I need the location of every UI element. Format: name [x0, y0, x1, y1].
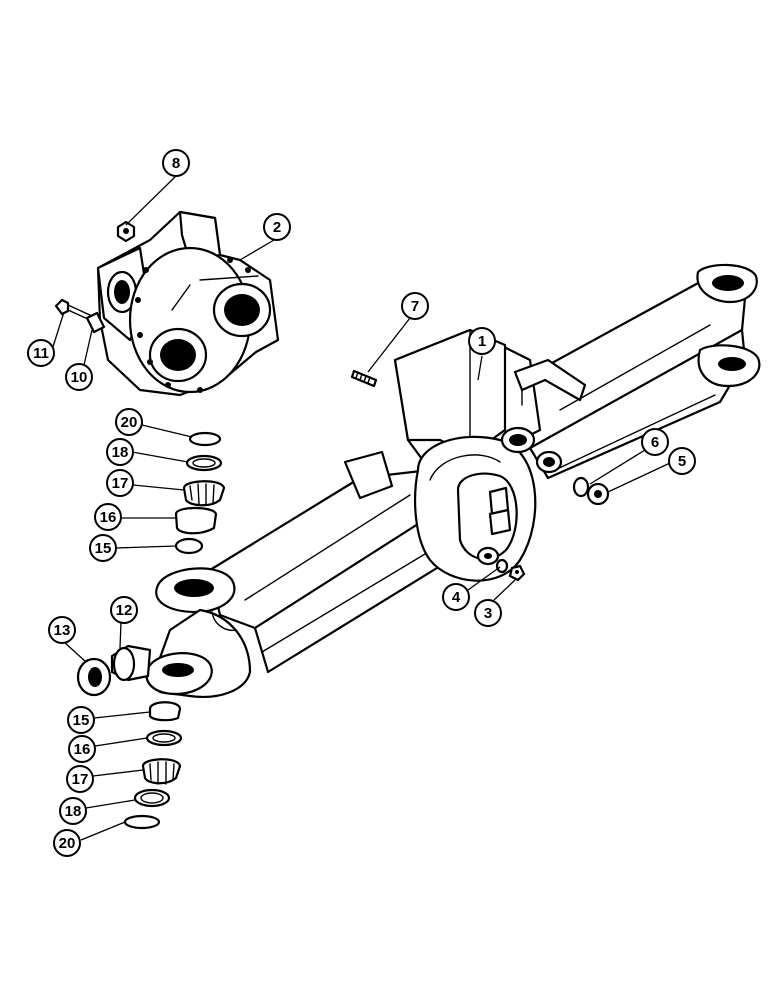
svg-text:7: 7: [411, 298, 419, 315]
callout-18-upper: 18: [106, 438, 134, 466]
callout-8: 8: [162, 149, 190, 177]
callout-20-lower: 20: [53, 829, 81, 857]
callout-5: 5: [668, 447, 696, 475]
svg-text:18: 18: [65, 803, 82, 820]
leader-lines: [50, 175, 671, 841]
svg-text:3: 3: [484, 605, 492, 622]
svg-text:17: 17: [112, 475, 129, 492]
differential-carrier: [96, 210, 280, 397]
svg-text:18: 18: [112, 444, 129, 461]
svg-text:10: 10: [71, 369, 88, 386]
callout-12: 12: [110, 596, 138, 624]
part-7-stud: [350, 369, 378, 388]
svg-text:11: 11: [33, 345, 49, 362]
callout-4: 4: [442, 583, 470, 611]
svg-text:12: 12: [116, 602, 133, 619]
svg-text:16: 16: [74, 741, 91, 758]
svg-text:20: 20: [59, 835, 76, 852]
part-10-dowel: [85, 311, 106, 334]
part-4-washer: [495, 558, 509, 574]
svg-text:20: 20: [121, 414, 138, 431]
part-5-plug: [586, 482, 610, 506]
svg-text:6: 6: [651, 434, 659, 451]
svg-text:17: 17: [72, 771, 89, 788]
part-6-washer: [572, 476, 590, 498]
callout-13: 13: [48, 616, 76, 644]
part-13-seal: [76, 657, 112, 697]
callout-17-upper: 17: [106, 469, 134, 497]
callout-11: 11: [27, 339, 55, 367]
svg-text:8: 8: [172, 155, 180, 172]
callout-16-lower: 16: [68, 735, 96, 763]
callout-10: 10: [65, 363, 93, 391]
part-3-plug: [508, 564, 526, 582]
callout-16-upper: 16: [94, 503, 122, 531]
callout-2: 2: [263, 213, 291, 241]
callout-18-lower: 18: [59, 797, 87, 825]
callout-17-lower: 17: [66, 765, 94, 793]
svg-text:15: 15: [95, 540, 112, 557]
svg-text:13: 13: [54, 622, 71, 639]
svg-text:1: 1: [478, 333, 486, 350]
callout-1: 1: [468, 327, 496, 355]
lower-bearing-stack: [123, 701, 183, 830]
svg-text:5: 5: [678, 453, 686, 470]
callout-6: 6: [641, 428, 669, 456]
callout-20-upper: 20: [115, 408, 143, 436]
axle-housing: [145, 263, 761, 698]
svg-text:2: 2: [273, 219, 281, 236]
callout-15-upper: 15: [89, 534, 117, 562]
upper-bearing-stack: [174, 431, 226, 555]
callout-15-lower: 15: [67, 706, 95, 734]
part-8-nut: [116, 220, 136, 243]
part-12-bushing: [110, 644, 152, 682]
callout-7: 7: [401, 292, 429, 320]
svg-text:4: 4: [452, 589, 461, 606]
svg-text:15: 15: [73, 712, 90, 729]
svg-text:16: 16: [100, 509, 117, 526]
part-11-bolt: [54, 298, 93, 321]
callout-3: 3: [474, 599, 502, 627]
